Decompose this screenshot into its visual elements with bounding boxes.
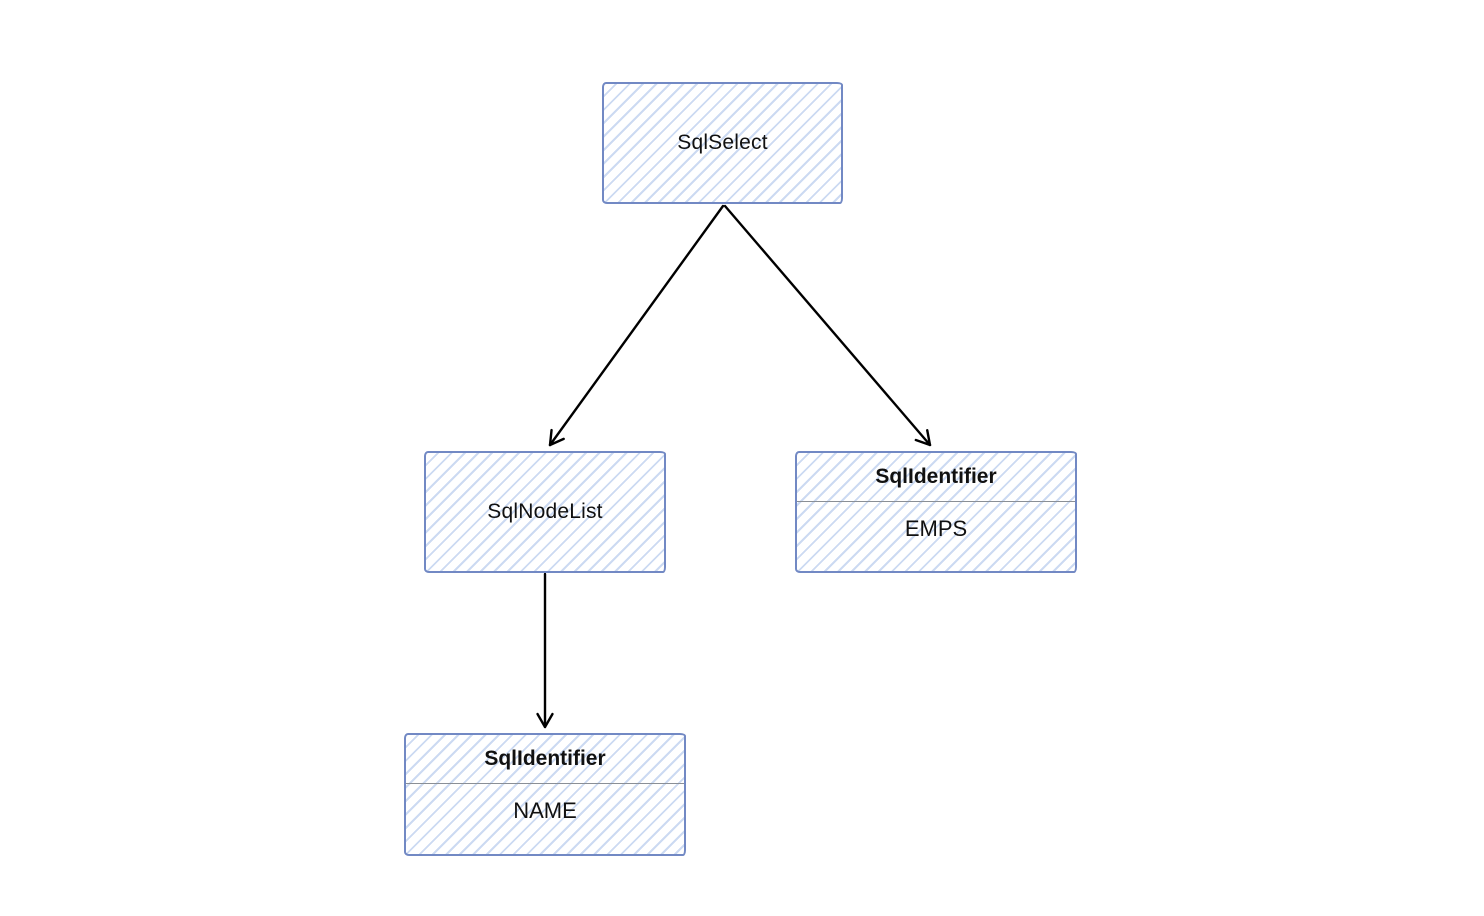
edge-sqlselect-to-sqlnodelist xyxy=(548,204,725,447)
node-sqlidentifier-name: SqlIdentifier NAME xyxy=(404,733,686,856)
node-sqlselect-label: SqlSelect xyxy=(677,131,768,154)
node-sqlidentifier-emps-value: EMPS xyxy=(904,516,968,541)
node-sqlnodelist: SqlNodeList xyxy=(424,451,666,573)
edge-sqlselect-to-sqlidentifier-emps xyxy=(723,204,932,447)
node-sqlidentifier-emps-title: SqlIdentifier xyxy=(797,453,1075,502)
node-sqlselect: SqlSelect xyxy=(602,82,843,204)
node-sqlidentifier-name-title: SqlIdentifier xyxy=(406,735,684,784)
node-sqlnodelist-label: SqlNodeList xyxy=(487,500,603,523)
node-sqlidentifier-name-value: NAME xyxy=(513,798,577,823)
node-sqlidentifier-emps: SqlIdentifier EMPS xyxy=(795,451,1077,573)
